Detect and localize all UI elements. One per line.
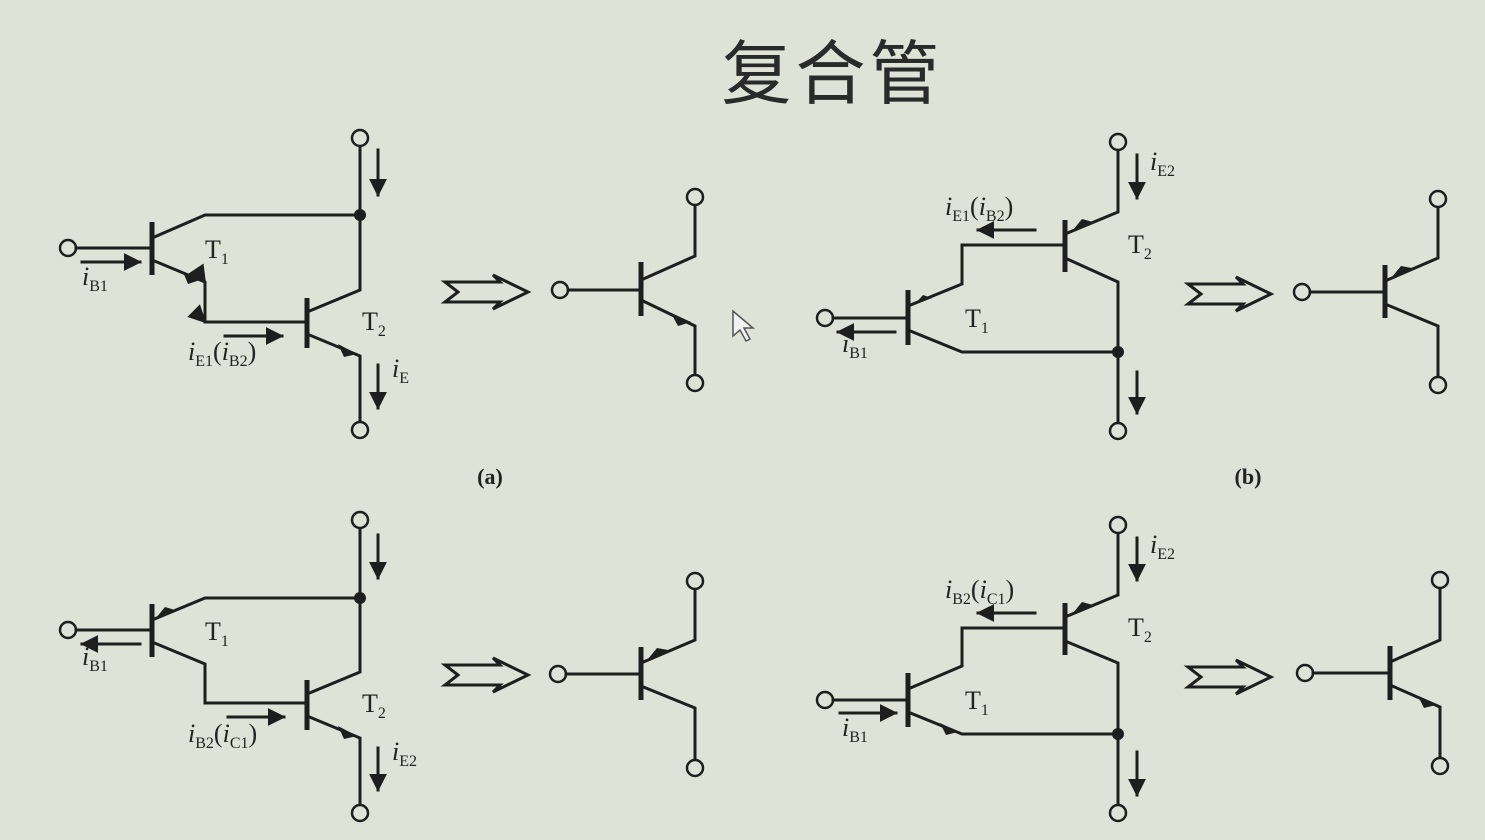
label-ib1: iB1: [842, 329, 868, 362]
caption-a: (a): [477, 464, 503, 489]
label-ib1: iB1: [82, 262, 108, 295]
junction-dot: [354, 592, 366, 604]
eq-top-terminal: [685, 571, 705, 591]
page-title: 复合管: [721, 33, 944, 115]
top-terminal: [1108, 515, 1128, 535]
equivalent-arrow: [440, 273, 532, 311]
eq-base-terminal: [1292, 282, 1312, 302]
label-ie2: iE2: [1150, 147, 1175, 180]
circuit-c: T1 T2 iB1 iB2(iC1) iE2: [58, 510, 705, 823]
label-ib2-ic1: iB2(iC1): [188, 719, 257, 752]
junction-dot: [1112, 346, 1124, 358]
label-ie2: iE2: [1150, 530, 1175, 563]
input-terminal: [58, 620, 78, 640]
mouse-cursor-icon: [732, 309, 756, 342]
collector-terminal: [350, 128, 370, 148]
junction-dot: [354, 209, 366, 221]
eq-bottom-terminal: [1428, 375, 1448, 395]
junction-dot: [1112, 728, 1124, 740]
label-ie1-ib2: iE1(iB2): [188, 337, 256, 370]
bottom-terminal: [1108, 421, 1128, 441]
label-t1: T1: [205, 235, 229, 268]
eq-emitter-terminal: [685, 373, 705, 393]
eq-top-terminal: [1430, 570, 1450, 590]
label-ib2-ic1: iB2(iC1): [945, 575, 1014, 608]
bottom-terminal: [350, 803, 370, 823]
equivalent-arrow: [440, 656, 532, 694]
eq-collector-terminal: [685, 187, 705, 207]
eq-bottom-terminal: [685, 758, 705, 778]
circuit-a: T1 T2 iB1 iE1(iB2) iE (a): [58, 128, 705, 489]
equivalent-arrow: [1183, 658, 1275, 696]
eq-top-terminal: [1428, 189, 1448, 209]
input-terminal: [815, 690, 835, 710]
label-t1: T1: [965, 304, 989, 337]
label-ib1: iB1: [842, 713, 868, 746]
top-terminal: [350, 510, 370, 530]
label-t2: T2: [1128, 613, 1152, 646]
emitter-terminal: [350, 420, 370, 440]
equivalent-arrow: [1183, 275, 1275, 313]
label-ie2: iE2: [392, 737, 417, 770]
label-t1: T1: [965, 686, 989, 719]
label-ie1-ib2: iE1(iB2): [945, 192, 1013, 225]
caption-b: (b): [1235, 464, 1262, 489]
circuit-d: T1 T2 iB1 iB2(iC1) iE2: [815, 515, 1450, 823]
input-terminal: [58, 238, 78, 258]
circuit-b: T1 T2 iB1 iE1(iB2) iE2 (b): [815, 132, 1448, 489]
eq-base-terminal: [1295, 663, 1315, 683]
bottom-terminal: [1108, 803, 1128, 823]
eq-base-terminal: [550, 280, 570, 300]
label-t1: T1: [205, 617, 229, 650]
top-terminal: [1108, 132, 1128, 152]
input-terminal: [815, 308, 835, 328]
label-ib1: iB1: [82, 642, 108, 675]
eq-bottom-terminal: [1430, 756, 1450, 776]
label-ie: iE: [392, 354, 409, 387]
label-t2: T2: [362, 307, 386, 340]
eq-base-terminal: [548, 664, 568, 684]
label-t2: T2: [1128, 230, 1152, 263]
label-t2: T2: [362, 689, 386, 722]
